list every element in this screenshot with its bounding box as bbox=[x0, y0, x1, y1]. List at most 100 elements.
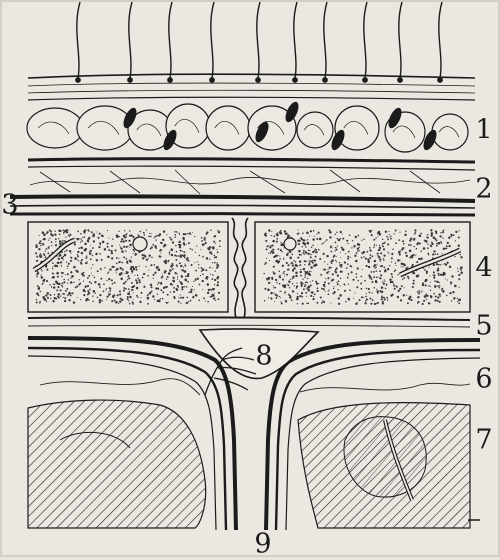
stipple-dot bbox=[339, 262, 341, 264]
stipple-dot bbox=[36, 260, 38, 262]
stipple-dot bbox=[331, 279, 333, 281]
stipple-dot bbox=[111, 245, 113, 247]
stipple-dot bbox=[68, 293, 70, 295]
stipple-dot bbox=[401, 249, 403, 251]
stipple-dot bbox=[436, 245, 438, 247]
stipple-dot bbox=[108, 238, 109, 239]
stipple-dot bbox=[218, 292, 220, 294]
stipple-dot bbox=[342, 233, 343, 234]
stipple-dot bbox=[314, 259, 316, 261]
hair-bulb bbox=[256, 78, 260, 82]
stipple-dot bbox=[186, 259, 188, 261]
stipple-dot bbox=[216, 284, 218, 286]
stipple-dot bbox=[169, 253, 170, 254]
stipple-dot bbox=[182, 237, 184, 239]
stipple-dot bbox=[460, 272, 462, 274]
stipple-dot bbox=[455, 231, 457, 233]
stipple-dot bbox=[433, 264, 435, 266]
stipple-dot bbox=[302, 279, 303, 280]
stipple-dot bbox=[170, 283, 172, 285]
stipple-dot bbox=[148, 258, 149, 259]
stipple-dot bbox=[297, 293, 298, 294]
stipple-dot bbox=[373, 239, 375, 241]
stipple-dot bbox=[272, 249, 274, 251]
stipple-dot bbox=[312, 251, 314, 253]
stipple-dot bbox=[340, 270, 342, 272]
stipple-dot bbox=[386, 284, 388, 286]
stipple-dot bbox=[307, 242, 310, 245]
stipple-dot bbox=[383, 255, 385, 257]
stipple-dot bbox=[175, 245, 177, 247]
stipple-dot bbox=[99, 294, 101, 296]
stipple-dot bbox=[274, 287, 276, 289]
stipple-dot bbox=[368, 274, 370, 276]
stipple-dot bbox=[119, 267, 121, 269]
stipple-dot bbox=[84, 249, 87, 252]
stipple-dot bbox=[332, 273, 334, 275]
stipple-dot bbox=[312, 260, 314, 262]
stipple-dot bbox=[356, 286, 358, 288]
stipple-dot bbox=[441, 243, 442, 244]
stipple-dot bbox=[336, 261, 337, 262]
stipple-dot bbox=[394, 271, 395, 272]
stipple-dot bbox=[388, 231, 389, 232]
stipple-dot bbox=[139, 301, 141, 303]
stipple-dot bbox=[179, 234, 180, 235]
stipple-dot bbox=[181, 269, 182, 270]
stipple-dot bbox=[378, 302, 379, 303]
stipple-dot bbox=[377, 255, 379, 257]
stipple-dot bbox=[414, 229, 416, 231]
stipple-dot bbox=[352, 279, 354, 281]
stipple-dot bbox=[382, 302, 384, 304]
stipple-dot bbox=[218, 298, 220, 300]
stipple-dot bbox=[293, 260, 295, 262]
stipple-dot bbox=[381, 265, 383, 267]
stipple-dot bbox=[173, 241, 174, 242]
stipple-dot bbox=[382, 281, 383, 282]
stipple-dot bbox=[167, 276, 169, 278]
stipple-dot bbox=[45, 251, 46, 252]
stipple-dot bbox=[343, 283, 345, 285]
stipple-dot bbox=[348, 251, 350, 253]
stipple-dot bbox=[435, 231, 437, 233]
stipple-dot bbox=[359, 247, 360, 248]
stipple-dot bbox=[120, 277, 123, 280]
stipple-dot bbox=[116, 257, 118, 259]
stipple-dot bbox=[64, 297, 66, 299]
stipple-dot bbox=[459, 254, 460, 255]
stipple-dot bbox=[155, 239, 156, 240]
stipple-dot bbox=[414, 273, 416, 275]
stipple-dot bbox=[36, 293, 39, 296]
stipple-dot bbox=[310, 271, 311, 272]
stipple-dot bbox=[398, 251, 401, 254]
stipple-dot bbox=[90, 250, 92, 252]
stipple-dot bbox=[426, 271, 428, 273]
stipple-dot bbox=[381, 298, 383, 300]
stipple-dot bbox=[295, 275, 297, 277]
stipple-dot bbox=[264, 288, 266, 290]
stipple-dot bbox=[312, 245, 314, 247]
stipple-dot bbox=[331, 232, 332, 233]
cell bbox=[206, 106, 250, 150]
stipple-dot bbox=[292, 278, 294, 280]
stipple-dot bbox=[116, 234, 119, 237]
stipple-dot bbox=[79, 279, 80, 280]
stipple-dot bbox=[279, 283, 281, 285]
stipple-dot bbox=[288, 285, 290, 287]
stipple-dot bbox=[328, 282, 330, 284]
stipple-dot bbox=[296, 265, 298, 267]
stipple-dot bbox=[378, 249, 380, 251]
stipple-dot bbox=[446, 295, 448, 297]
stipple-dot bbox=[174, 231, 176, 233]
stipple-dot bbox=[458, 302, 460, 304]
stipple-dot bbox=[437, 253, 439, 255]
stipple-dot bbox=[405, 252, 407, 254]
stipple-dot bbox=[279, 275, 281, 277]
stipple-dot bbox=[312, 238, 314, 240]
stipple-dot bbox=[107, 230, 108, 231]
stipple-dot bbox=[348, 273, 350, 275]
stipple-dot bbox=[280, 301, 281, 302]
stipple-dot bbox=[73, 282, 74, 283]
stipple-dot bbox=[68, 263, 70, 265]
stipple-dot bbox=[92, 247, 94, 249]
